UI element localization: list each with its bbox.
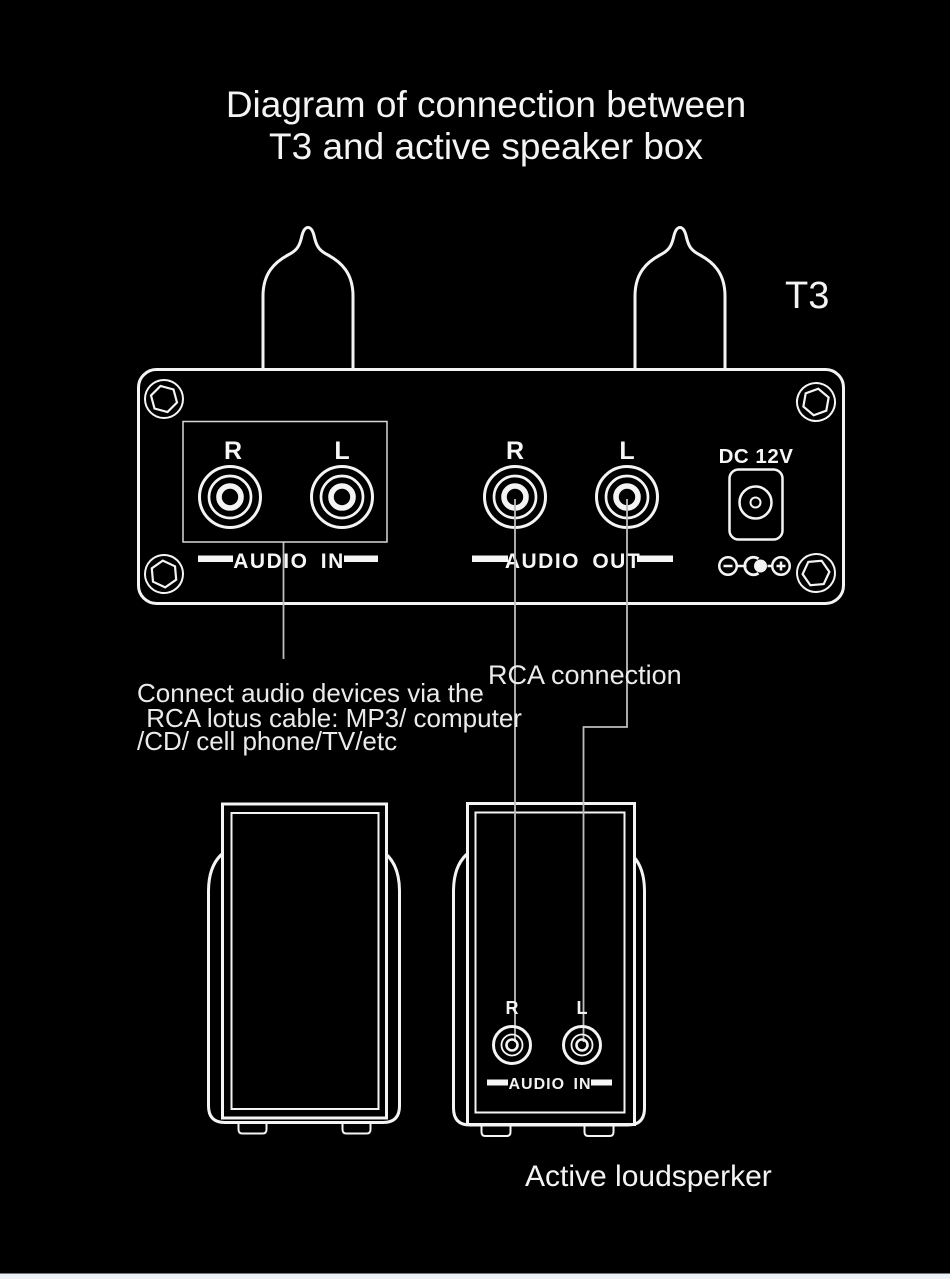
audio-in-dash-right — [344, 555, 378, 562]
connect-note-line2: RCA lotus cable: MP3/ computer — [139, 703, 522, 733]
title-line1: Diagram of connection between — [226, 84, 746, 125]
audio-out-dash-right — [637, 555, 673, 562]
audio-in-jack-l-icon — [310, 465, 374, 529]
rca-connection-label: RCA connection — [488, 660, 682, 690]
screw-bottom-right-icon — [796, 553, 836, 593]
rca-wire-left — [582, 499, 628, 1042]
screw-bottom-left-icon — [144, 554, 184, 594]
title-line2: T3 and active speaker box — [269, 126, 703, 167]
amp-rear-panel — [137, 368, 845, 605]
speaker-audio-in-dash-right — [591, 1079, 612, 1086]
connect-note-line1: Connect audio devices via the — [137, 678, 484, 708]
vacuum-tube-left-icon — [261, 225, 355, 369]
audio-out-l-label: L — [619, 437, 634, 465]
audio-in-l-label: L — [334, 437, 349, 465]
audio-in-group-box — [182, 420, 388, 543]
speaker-caption: Active loudsperker — [525, 1160, 772, 1193]
speaker-jack-l-icon — [562, 1025, 602, 1065]
amp-model-label: T3 — [785, 275, 829, 317]
audio-out-r-label: R — [506, 437, 524, 465]
screw-top-left-icon — [144, 379, 184, 419]
polarity-symbol-icon — [718, 555, 791, 577]
audio-in-dash-left — [198, 555, 233, 562]
speaker-l-label: L — [577, 998, 588, 1018]
dc-jack-icon — [728, 468, 784, 541]
speaker-audio-in-caption: AUDIO IN — [509, 1076, 592, 1093]
audio-out-dash-left — [472, 555, 508, 562]
speaker-right-icon — [452, 802, 646, 1137]
vacuum-tube-right-icon — [633, 225, 727, 369]
speaker-left-icon — [207, 802, 401, 1135]
speaker-jack-r-icon — [492, 1025, 532, 1065]
bottom-edge-strip — [0, 1273, 950, 1279]
dc-power-label: DC 12V — [719, 445, 794, 468]
audio-out-caption: AUDIO OUT — [505, 550, 641, 573]
connect-note-line3: /CD/ cell phone/TV/etc — [137, 726, 397, 756]
speaker-r-label: R — [506, 998, 519, 1018]
audio-in-caption: AUDIO IN — [233, 550, 345, 573]
speaker-audio-in-dash-left — [487, 1079, 508, 1086]
audio-in-r-label: R — [224, 437, 242, 465]
screw-top-right-icon — [796, 382, 836, 422]
audio-in-jack-r-icon — [198, 465, 262, 529]
